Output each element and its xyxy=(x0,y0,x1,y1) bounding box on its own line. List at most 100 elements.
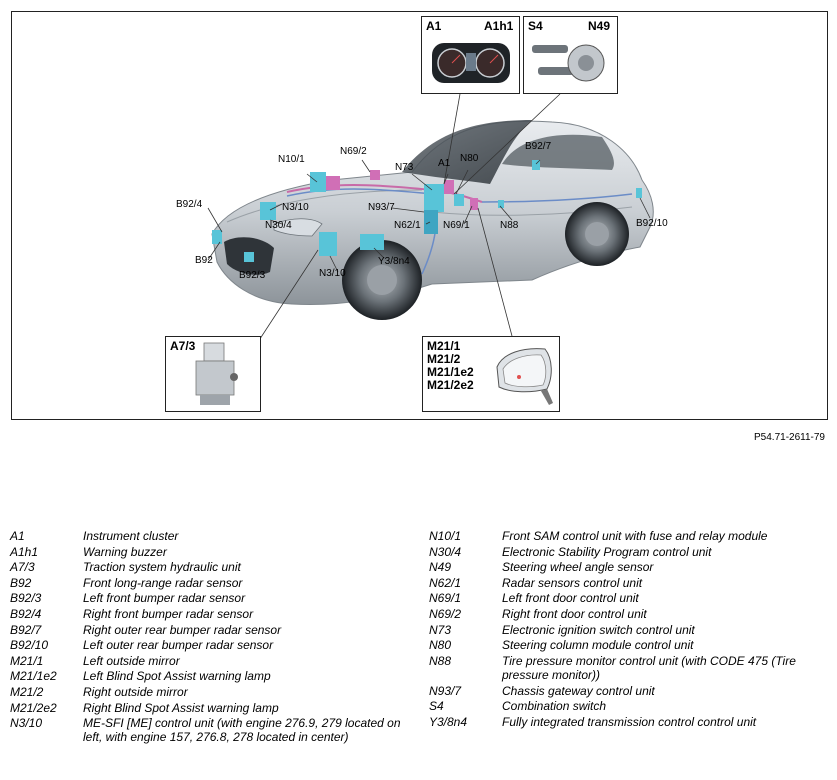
callout-n93-7: N93/7 xyxy=(368,202,395,213)
callout-n69-2: N69/2 xyxy=(340,146,367,157)
legend-description: Steering wheel angle sensor xyxy=(502,560,654,575)
legend-code: A7/3 xyxy=(10,560,35,575)
legend-code: B92/4 xyxy=(10,606,42,621)
legend-description: Fully integrated transmission control co… xyxy=(502,714,757,729)
legend-description: Left outside mirror xyxy=(83,653,180,668)
legend-code: N69/2 xyxy=(429,606,462,621)
figure-id: P54.71-2611-79 xyxy=(754,432,825,443)
legend-row: N3/10 ME-SFI [ME] control unit (with engi… xyxy=(10,716,410,744)
legend-description: Left front bumper radar sensor xyxy=(83,591,246,606)
legend-row: B92/4 Right front bumper radar sensor xyxy=(10,607,410,621)
legend-code: N80 xyxy=(429,638,452,653)
legend-code: N10/1 xyxy=(429,529,462,543)
callout-n69-1: N69/1 xyxy=(443,220,470,231)
hydraulic-unit-icon xyxy=(195,342,238,405)
callout-n10-1: N10/1 xyxy=(278,154,305,165)
legend-description: Right outside mirror xyxy=(83,684,188,699)
mirror-icon xyxy=(496,348,553,405)
inset-label-a7-3: A7/3 xyxy=(170,339,196,353)
inset-label-m21-2e2: M21/2e2 xyxy=(427,378,474,392)
car-illustration xyxy=(207,93,654,349)
legend-row: B92/10 Left outer rear bumper radar senso… xyxy=(10,638,410,652)
inset-label-n49: N49 xyxy=(588,19,611,33)
legend-row: N73 Electronic ignition switch control un… xyxy=(429,623,829,637)
legend-description: Electronic Stability Program control uni… xyxy=(502,544,712,559)
callout-n88: N88 xyxy=(500,220,519,231)
callout-b92-3: B92/3 xyxy=(239,270,266,281)
inset-label-m21-1e2: M21/1e2 xyxy=(427,365,474,379)
instrument-cluster-icon xyxy=(432,43,510,83)
legend-row: B92/7 Right outer rear bumper radar senso… xyxy=(10,623,410,637)
legend-row: A1 Instrument cluster xyxy=(10,529,410,543)
legend-description: Radar sensors control unit xyxy=(502,575,643,590)
inset-label-a1h1: A1h1 xyxy=(484,19,514,33)
inset-label-a1: A1 xyxy=(426,19,442,33)
legend-description: Front long-range radar sensor xyxy=(83,575,243,590)
callout-b92: B92 xyxy=(195,255,213,266)
callout-a1: A1 xyxy=(438,158,451,169)
legend-row: N80 Steering column module control unit xyxy=(429,638,829,652)
inset-outside-mirror: M21/1 M21/2 M21/1e2 M21/2e2 xyxy=(422,336,560,412)
legend-code: N30/4 xyxy=(429,544,462,559)
legend-row: N69/2 Right front door control unit xyxy=(429,607,829,621)
legend-row: N30/4 Electronic Stability Program contro… xyxy=(429,545,829,559)
legend-code: M21/1 xyxy=(10,653,44,668)
legend-code: N62/1 xyxy=(429,575,462,590)
legend-code: A1h1 xyxy=(10,544,39,559)
legend-row: M21/1 Left outside mirror xyxy=(10,654,410,668)
legend-description: Right Blind Spot Assist warning lamp xyxy=(83,700,279,715)
legend-code: M21/2 xyxy=(10,684,44,699)
legend-description: Steering column module control unit xyxy=(502,638,694,653)
callout-b92-4: B92/4 xyxy=(176,199,203,210)
legend-code: N73 xyxy=(429,622,452,637)
legend-description: Right front bumper radar sensor xyxy=(83,606,254,621)
callout-y3-8n4: Y3/8n4 xyxy=(378,256,410,267)
legend-code: B92/3 xyxy=(10,591,42,606)
callout-n3-10-top: N3/10 xyxy=(282,202,309,213)
legend-description: Electronic ignition switch control unit xyxy=(502,622,695,637)
legend-row: S4 Combination switch xyxy=(429,699,829,713)
legend-code: A1 xyxy=(10,529,25,543)
legend-code: N3/10 xyxy=(10,716,43,731)
inset-label-m21-2: M21/2 xyxy=(427,352,461,366)
legend-code: B92/10 xyxy=(10,638,49,653)
legend-description: Front SAM control unit with fuse and rel… xyxy=(502,529,768,543)
legend-code: N93/7 xyxy=(429,683,462,698)
legend-code: N49 xyxy=(429,560,452,575)
legend-description: Right outer rear bumper radar sensor xyxy=(83,622,282,637)
legend-code: M21/2e2 xyxy=(10,700,57,715)
legend-code: M21/1e2 xyxy=(10,669,57,684)
component-location-diagram: N10/1 N69/2 N73 A1 N80 B92/7 B92/4 N3/10… xyxy=(11,11,828,420)
callout-n3-10-bottom: N3/10 xyxy=(319,268,346,279)
legend-code: S4 xyxy=(429,699,444,714)
inset-combination-switch: S4 N49 xyxy=(523,16,618,94)
legend-code: B92/7 xyxy=(10,622,42,637)
legend-description: Combination switch xyxy=(502,699,607,714)
legend-row: N69/1 Left front door control unit xyxy=(429,591,829,605)
legend-description: ME-SFI [ME] control unit (with engine 27… xyxy=(83,716,401,745)
legend-description: Right front door control unit xyxy=(502,606,647,621)
legend-row: N10/1 Front SAM control unit with fuse an… xyxy=(429,529,829,543)
inset-hydraulic-unit: A7/3 xyxy=(165,336,261,412)
legend-description: Warning buzzer xyxy=(83,544,167,559)
inset-instrument-cluster: A1 A1h1 xyxy=(421,16,520,94)
legend-description: Instrument cluster xyxy=(83,529,179,543)
legend-row: M21/2e2 Right Blind Spot Assist warning l… xyxy=(10,701,410,715)
legend-description: Tire pressure monitor control unit (with… xyxy=(502,653,796,682)
legend-description: Left Blind Spot Assist warning lamp xyxy=(83,669,271,684)
legend-row: M21/2 Right outside mirror xyxy=(10,685,410,699)
legend-row: A1h1 Warning buzzer xyxy=(10,545,410,559)
callout-n73: N73 xyxy=(395,162,414,173)
legend-right-column: N10/1 Front SAM control unit with fuse an… xyxy=(429,529,829,730)
callout-b92-10: B92/10 xyxy=(636,218,668,229)
legend-code: N69/1 xyxy=(429,591,462,606)
legend-description: Left outer rear bumper radar sensor xyxy=(83,638,274,653)
legend-description: Left front door control unit xyxy=(502,591,639,606)
callout-n62-1: N62/1 xyxy=(394,220,421,231)
